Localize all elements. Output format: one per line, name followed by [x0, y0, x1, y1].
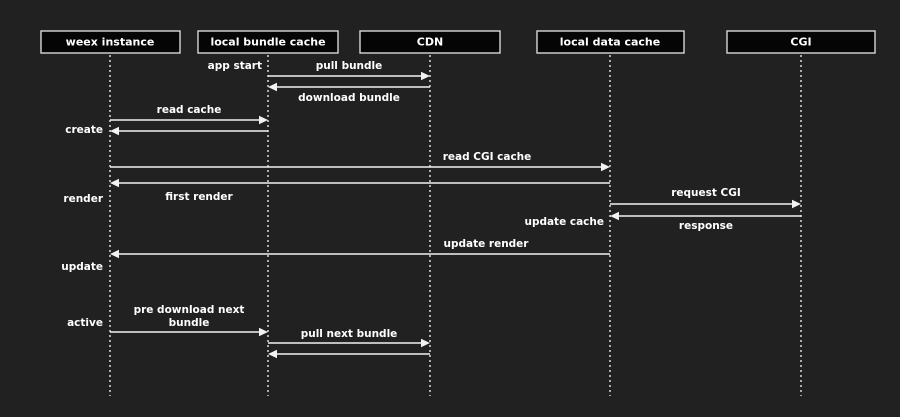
phase-label-update: update [61, 261, 103, 273]
message-app-start[interactable]: app start [208, 60, 262, 72]
actor-label-bundlecache: local bundle cache [210, 36, 325, 49]
actors-group: weex instance local bundle cache CDN local … [40, 30, 876, 54]
message-arrowhead-read-cache-return [110, 126, 119, 136]
actor-box-weex[interactable]: weex instance [40, 30, 181, 54]
message-arrowhead-pull-next-bundle [421, 338, 430, 348]
message-pull-next-bundle[interactable]: pull next bundle [268, 328, 430, 348]
actor-box-cdn[interactable]: CDN [359, 30, 501, 54]
message-update-render[interactable]: update render [110, 238, 610, 259]
message-label-app-start: app start [208, 60, 262, 72]
message-arrowhead-pre-download-next-bundle [259, 327, 268, 337]
message-label-first-render: first render [165, 191, 233, 203]
phase-label-render: render [63, 193, 103, 205]
message-read-cache-return[interactable] [110, 126, 268, 136]
phase-label-active: active [67, 317, 103, 329]
message-label-read-cgi-cache: read CGI cache [443, 151, 532, 163]
actor-label-cgi: CGI [790, 36, 811, 49]
message-pull-next-bundle-return[interactable] [268, 349, 430, 359]
message-arrowhead-pull-next-bundle-return [268, 349, 277, 359]
message-read-cache[interactable]: read cache [110, 104, 268, 125]
message-arrowhead-response [610, 211, 619, 221]
phase-labels-group: create render update active [61, 124, 104, 329]
phase-label-create: create [65, 124, 103, 136]
message-arrowhead-read-cache [259, 115, 268, 125]
message-label-response: response [679, 220, 733, 232]
message-response[interactable]: response [610, 211, 801, 232]
message-label-request-cgi: request CGI [671, 187, 741, 199]
message-arrowhead-read-cgi-cache [601, 162, 610, 172]
message-arrowhead-request-cgi [792, 199, 801, 209]
actor-label-datacache: local data cache [560, 36, 660, 49]
message-pull-bundle[interactable]: pull bundle [268, 60, 430, 81]
message-first-render[interactable]: first render [110, 178, 610, 203]
actor-box-bundlecache[interactable]: local bundle cache [197, 30, 339, 54]
actor-box-datacache[interactable]: local data cache [536, 30, 685, 54]
message-label-download-bundle: download bundle [298, 92, 400, 104]
message-read-cgi-cache[interactable]: read CGI cache [110, 151, 610, 172]
message-arrowhead-update-render [110, 249, 119, 259]
message-download-bundle[interactable]: download bundle [268, 82, 430, 104]
message-label-update-render: update render [444, 238, 530, 250]
message-arrowhead-download-bundle [268, 82, 277, 92]
message-label-pre-download-next-bundle: pre download next [134, 304, 245, 316]
message-arrowhead-pull-bundle [421, 71, 430, 81]
message-label-pull-next-bundle: pull next bundle [301, 328, 398, 340]
message-label-pre-download-next-bundle-line2: bundle [169, 317, 210, 329]
actor-label-cdn: CDN [417, 36, 443, 49]
message-label-pull-bundle: pull bundle [316, 60, 383, 72]
message-request-cgi[interactable]: request CGI [610, 187, 801, 209]
message-label-read-cache: read cache [157, 104, 222, 116]
actor-box-cgi[interactable]: CGI [726, 30, 876, 54]
message-label-update-cache: update cache [524, 216, 604, 228]
messages-group: app start pull bundle download bundle read … [110, 60, 801, 359]
lifelines-group [109, 55, 802, 396]
actor-label-weex: weex instance [66, 36, 155, 49]
message-arrowhead-first-render [110, 178, 119, 188]
message-update-cache[interactable]: update cache [524, 216, 604, 228]
